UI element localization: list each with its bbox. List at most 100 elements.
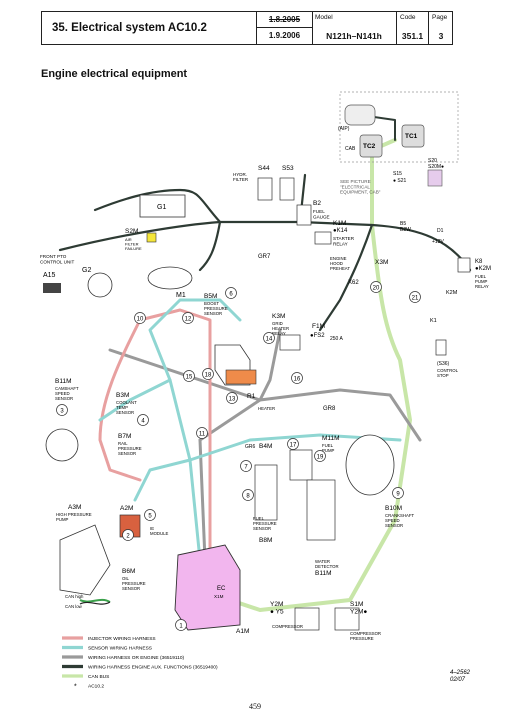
connector-7: 7	[240, 460, 252, 472]
aip-label: (AIP)	[338, 126, 350, 132]
y2m-y5-label: Y2M● Y5	[270, 601, 284, 615]
aux-harness-wire-3	[318, 223, 374, 332]
m1-label: M1	[176, 292, 186, 299]
connector-10: 10	[134, 312, 146, 324]
page-number: 459	[249, 702, 261, 711]
heater-label: HEATER	[258, 406, 275, 411]
k8-label: K8	[475, 259, 483, 265]
model-label: Model	[315, 14, 333, 21]
svg-text:1: 1	[179, 623, 183, 629]
d1-label: D1	[437, 228, 444, 234]
a15-label: A15	[43, 272, 56, 279]
k2m-label: ●K2M	[475, 266, 491, 272]
b2-label: B2	[313, 200, 321, 207]
connector-5: 5	[144, 509, 156, 521]
svg-text:*: *	[74, 684, 77, 691]
model-cell: Model N121h–N141h	[312, 12, 397, 44]
connector-6: 6	[225, 287, 237, 299]
model-value: N121h–N141h	[326, 31, 382, 41]
m11m-label: M11M	[322, 435, 340, 442]
a2m-label: A2M	[120, 505, 133, 512]
f1m-label: F1M	[312, 323, 325, 330]
gr8-label: GR8	[323, 406, 336, 412]
can-bus-wire	[228, 223, 412, 612]
x1m-label: X1M	[214, 594, 224, 599]
injector-harness-wire	[98, 318, 142, 482]
svg-text:4: 4	[141, 418, 145, 424]
gr7-label: GR7	[258, 254, 271, 260]
g2-label: G2	[82, 267, 91, 274]
engine-harness-wire-4	[258, 328, 282, 402]
connector-2: 2	[122, 529, 134, 541]
s15-label: S15	[393, 171, 402, 177]
svg-text:11: 11	[199, 431, 206, 437]
svg-text:19: 19	[317, 454, 324, 460]
b6m-label: B6M	[122, 568, 135, 575]
legend-item: *AC10.2	[74, 684, 104, 691]
tc2-label: TC2	[363, 143, 376, 150]
b11m-label: B11M	[55, 378, 72, 385]
engine-harness-wire-3	[198, 438, 207, 562]
cab-detail: TC2 TC1 CAB (AIP) SEE PICTURE"ELECTRICAL…	[338, 91, 459, 245]
legend-label: INJECTOR WIRING HARNESS	[88, 636, 156, 642]
connector-13: 13	[226, 392, 238, 404]
a3m-label: A3M	[68, 504, 81, 511]
s44-label: S44	[258, 165, 270, 172]
connector-1: 1	[175, 619, 187, 631]
legend-item: CAN BUS	[62, 674, 109, 680]
svg-text:14: 14	[266, 336, 273, 342]
svg-text:3: 3	[60, 408, 64, 414]
wiring-harnesses	[58, 114, 472, 612]
k3m-label: K3M	[272, 313, 285, 320]
sensor-harness-wire	[148, 298, 242, 562]
date-old: 1.8.2005	[257, 12, 312, 28]
injector-harness-wire-2	[138, 308, 212, 562]
header-table: 35. Electrical system AC10.2 1.8.2005 1.…	[41, 11, 453, 45]
hydr-filter-label: HYDR.FILTER	[233, 172, 249, 182]
connector-4: 4	[137, 414, 149, 426]
code-label: Code	[400, 14, 416, 21]
connector-15: 15	[183, 370, 195, 382]
svg-text:21: 21	[412, 295, 419, 301]
connector-14: 14	[263, 332, 275, 344]
date-new: 1.9.2006	[268, 31, 301, 40]
svg-text:10: 10	[137, 316, 144, 322]
connector-8: 8	[242, 489, 254, 501]
b8m-label: B8M	[259, 537, 272, 544]
b5-label: B5	[400, 221, 406, 227]
legend-label: SENSOR WIRING HARNESS	[88, 646, 152, 652]
b10m-label: B10M	[385, 505, 402, 512]
fuse-250a-label: 250 A	[330, 336, 343, 342]
b2w-label: B2W	[400, 227, 411, 233]
b5m-label: B5M	[204, 293, 217, 300]
cab-label: CAB	[345, 146, 356, 152]
connector-9: 9	[392, 487, 404, 499]
plus12v-label: +12V	[432, 239, 444, 245]
connector-17: 17	[287, 438, 299, 450]
connector-19: 19	[314, 450, 326, 462]
connector-21: 21	[409, 291, 421, 303]
ec-label: EC	[217, 586, 226, 592]
sensor-harness-wire-3	[98, 378, 172, 422]
code-value: 351.1	[401, 31, 424, 41]
connector-16: 16	[291, 372, 303, 384]
svg-text:12: 12	[185, 316, 192, 322]
s2m-label: S2M	[125, 228, 138, 235]
svg-text:6: 6	[229, 291, 233, 297]
